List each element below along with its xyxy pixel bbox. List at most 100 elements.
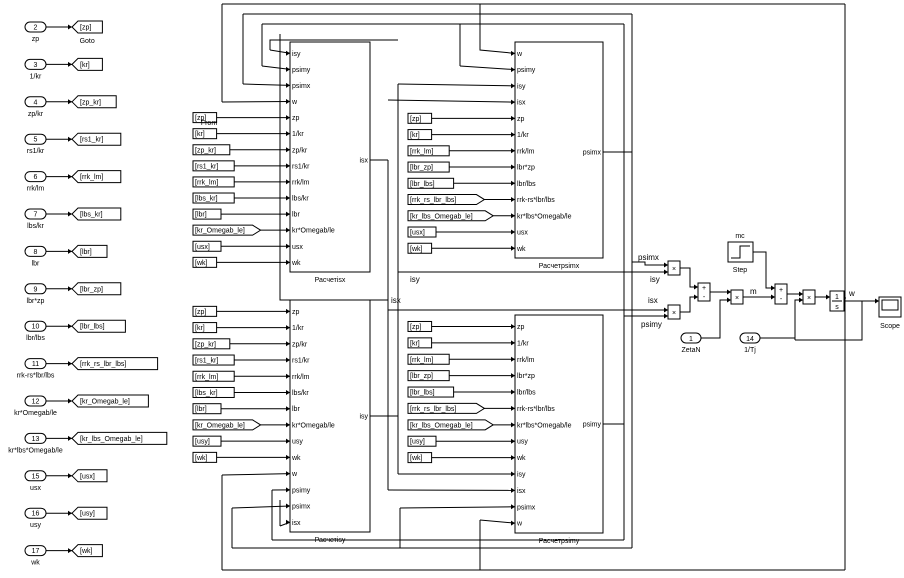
arrow-head <box>799 297 803 303</box>
goto-tag-usx[interactable] <box>71 469 108 483</box>
from-tag-label: [rrk_lm] <box>410 357 433 364</box>
port-label: lbs/kr <box>292 196 309 203</box>
arrow-head <box>727 289 731 295</box>
arrow-head <box>68 435 72 441</box>
goto-tag-label: [kr] <box>80 62 90 69</box>
port-label: rrk/lm <box>292 179 310 186</box>
arrow-head <box>511 213 515 219</box>
port-label: lbr/lbs <box>517 181 536 188</box>
arrow-head <box>511 389 515 395</box>
from-tag-label: [zp_kr] <box>195 341 216 348</box>
goto-tag-kr*Omegab/le[interactable] <box>71 394 149 408</box>
subsystem-name: Расчетpsimy <box>539 538 580 545</box>
from-tag-label: [lbr_zp] <box>410 373 433 380</box>
arrow-head <box>68 398 72 404</box>
arrow-head <box>511 373 515 379</box>
goto-tag-wk[interactable] <box>71 544 103 558</box>
from-tag-label: [lbr] <box>195 212 207 219</box>
arrow-head <box>68 61 72 67</box>
port-label: isx <box>292 520 301 527</box>
arrow-head <box>511 520 515 526</box>
port-label: zp <box>292 115 300 122</box>
signal-line <box>760 299 803 339</box>
goto-tag-kr*lbs*Omegab/le[interactable] <box>71 431 168 445</box>
arrow-head <box>286 389 290 395</box>
from-tag-label: [wk] <box>195 455 208 462</box>
port-label: kr*Omegab/le <box>292 228 335 235</box>
from-tag[interactable] <box>407 419 495 431</box>
port-label: lbr <box>292 406 300 413</box>
subsystem-1[interactable] <box>289 299 371 533</box>
from-tag[interactable] <box>407 210 495 222</box>
inport-name: zp <box>32 36 40 43</box>
arrow-head <box>664 307 668 313</box>
arrow-head <box>68 24 72 30</box>
goto-tag-zp/kr[interactable] <box>71 95 117 109</box>
from-tag[interactable] <box>192 224 262 236</box>
goto-tag-usy[interactable] <box>71 506 108 520</box>
from-tag[interactable] <box>192 419 262 431</box>
signal-label-w: w <box>848 289 855 298</box>
from-tag-label: [kr_Omegab_le] <box>195 228 245 235</box>
from-tag-label: [usx] <box>410 230 425 237</box>
inport-name: zp/kr <box>28 111 44 118</box>
arrow-head <box>664 262 668 268</box>
inport-name: kr*lbs*Omegab/le <box>8 447 63 454</box>
arrow-head <box>286 487 290 493</box>
goto-tag-lbr*zp[interactable] <box>71 282 122 296</box>
signal-label-isy: isy <box>650 275 660 284</box>
goto-tag-rrk-rs*lbr/lbs[interactable] <box>71 357 159 371</box>
port-label: wk <box>516 455 526 462</box>
inport-number: 6 <box>34 174 38 181</box>
from-tag-label: [rrk_lm] <box>195 374 218 381</box>
signal-line <box>459 65 516 71</box>
arrow-head <box>68 361 72 367</box>
port-label: zp/kr <box>292 341 308 348</box>
arrow-head <box>286 163 290 169</box>
port-label: usx <box>517 230 528 237</box>
arrow-head <box>511 323 515 329</box>
sum-minus: - <box>780 296 783 303</box>
inport-number: 15 <box>32 473 40 480</box>
goto-tag-rs1/kr[interactable] <box>71 132 122 146</box>
port-label: lbr*zp <box>517 373 535 380</box>
goto-tag-lbs/kr[interactable] <box>71 207 122 221</box>
goto-tag-rrk/lm[interactable] <box>71 170 122 184</box>
goto-tag-zp[interactable] <box>71 20 103 34</box>
port-label: lbr <box>292 212 300 219</box>
scope-caption: Scope <box>880 323 900 330</box>
inport-name: lbr*zp <box>27 298 45 305</box>
goto-tag-1/kr[interactable] <box>71 57 103 71</box>
port-label: 1/kr <box>292 131 304 138</box>
inport-number: 8 <box>34 249 38 256</box>
signal-line <box>680 267 698 288</box>
inport-number: 10 <box>32 324 40 331</box>
from-tag-label: [rs1_kr] <box>195 358 218 365</box>
goto-tag-label: [lbs_kr] <box>80 212 103 219</box>
goto-caption: Goto <box>80 38 95 45</box>
signal-line <box>479 42 516 54</box>
arrow-head <box>875 298 879 304</box>
from-tag[interactable] <box>407 402 486 414</box>
goto-tag-lbr/lbs[interactable] <box>71 319 126 333</box>
signal-label-isx: isx <box>648 296 658 305</box>
from-tag-label: [lbr] <box>195 406 207 413</box>
integrator-den: s <box>835 304 839 311</box>
goto-tag-label: [lbr] <box>80 249 92 256</box>
port-label: psimy <box>517 67 536 74</box>
from-tag[interactable] <box>407 194 486 206</box>
goto-tag-lbr[interactable] <box>71 244 108 258</box>
arrow-head <box>511 229 515 235</box>
inport-name: rrk/lm <box>27 186 45 193</box>
subsystem-0[interactable] <box>289 41 371 273</box>
sum-plus: + <box>702 285 706 292</box>
port-label: lbs/kr <box>292 390 309 397</box>
goto-tag-label: [kr_lbs_Omegab_le] <box>80 436 143 443</box>
arrow-head <box>511 50 515 56</box>
inport-name: 1/Tj <box>744 347 756 354</box>
goto-tag-label: [usx] <box>80 473 95 480</box>
arrow-head <box>286 243 290 249</box>
arrow-head <box>68 136 72 142</box>
subsystem-2[interactable] <box>514 41 604 259</box>
arrow-head <box>286 357 290 363</box>
